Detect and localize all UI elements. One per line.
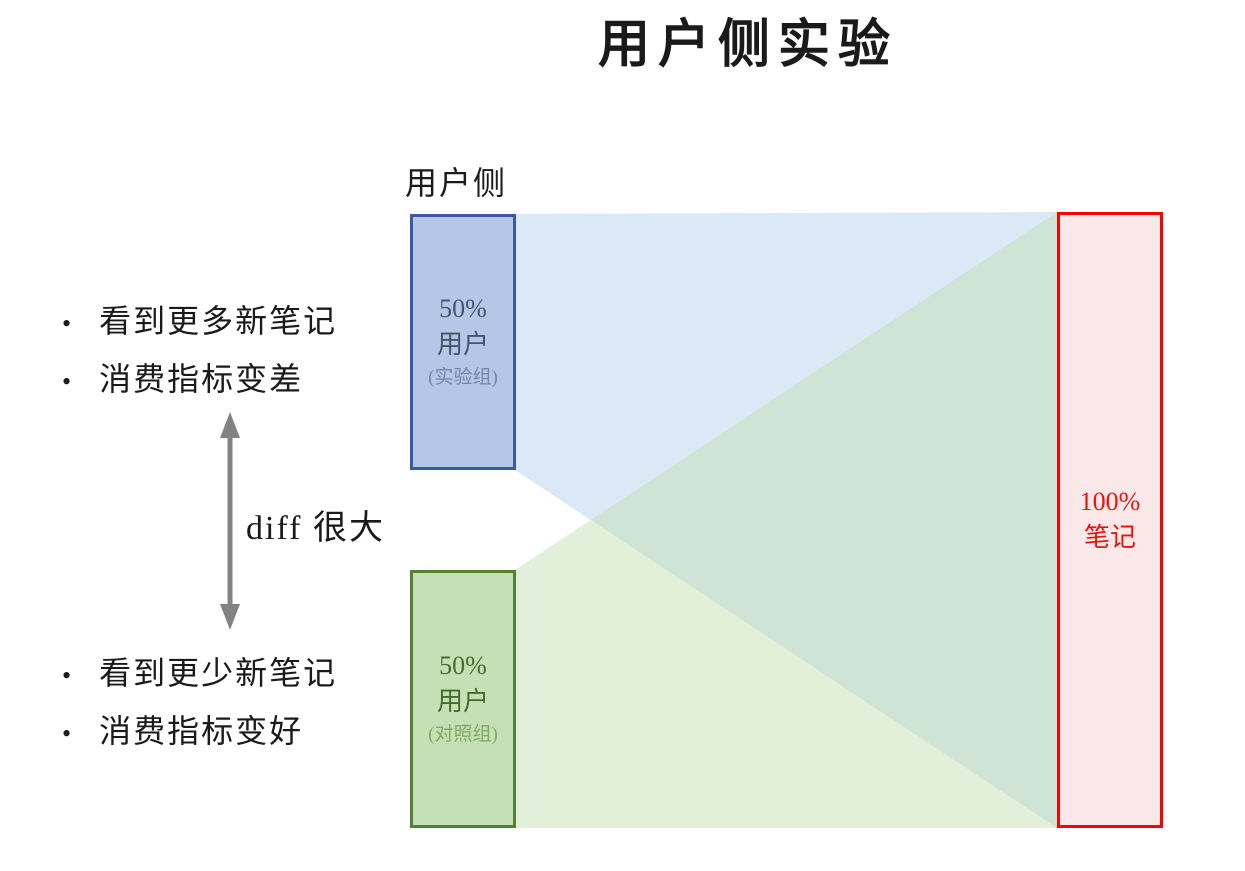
experiment-group-label: (实验组) bbox=[428, 367, 498, 388]
bullet-icon: • bbox=[62, 309, 74, 338]
green-traffic-beam bbox=[515, 212, 1057, 828]
control-unit-label: 用户 bbox=[436, 687, 489, 716]
bullet-list-top: • 看到更多新笔记 • 消费指标变差 bbox=[62, 296, 337, 400]
bullet-text: 消费指标变好 bbox=[99, 713, 304, 749]
notes-pool-box: 100% 笔记 bbox=[1057, 212, 1163, 828]
bullet-icon: • bbox=[62, 719, 74, 748]
diff-arrow-head-down-icon bbox=[220, 604, 240, 630]
bullet-text: 看到更多新笔记 bbox=[99, 303, 338, 339]
list-item: • 消费指标变差 bbox=[62, 354, 337, 400]
user-side-label: 用户侧 bbox=[405, 165, 508, 201]
notes-unit-label: 笔记 bbox=[1083, 523, 1136, 552]
control-group-label: (对照组) bbox=[428, 724, 498, 745]
list-item: • 看到更少新笔记 bbox=[62, 648, 337, 694]
bullet-icon: • bbox=[62, 661, 74, 690]
page-title: 用户侧实验 bbox=[598, 17, 899, 74]
bullet-text: 消费指标变差 bbox=[99, 361, 304, 397]
experiment-percent: 50% bbox=[439, 294, 487, 323]
bullet-text: 看到更少新笔记 bbox=[99, 655, 338, 691]
experiment-unit-label: 用户 bbox=[436, 330, 489, 359]
list-item: • 看到更多新笔记 bbox=[62, 296, 337, 342]
bullet-list-bottom: • 看到更少新笔记 • 消费指标变好 bbox=[62, 648, 337, 752]
notes-percent: 100% bbox=[1079, 487, 1141, 516]
diff-arrow-head-up-icon bbox=[220, 412, 240, 438]
list-item: • 消费指标变好 bbox=[62, 706, 337, 752]
diff-double-arrow bbox=[220, 412, 240, 630]
control-group-box: 50% 用户 (对照组) bbox=[410, 570, 516, 828]
experiment-group-box: 50% 用户 (实验组) bbox=[410, 214, 516, 470]
control-percent: 50% bbox=[439, 651, 487, 680]
bullet-icon: • bbox=[62, 367, 74, 396]
diff-label: diff 很大 bbox=[246, 510, 385, 547]
